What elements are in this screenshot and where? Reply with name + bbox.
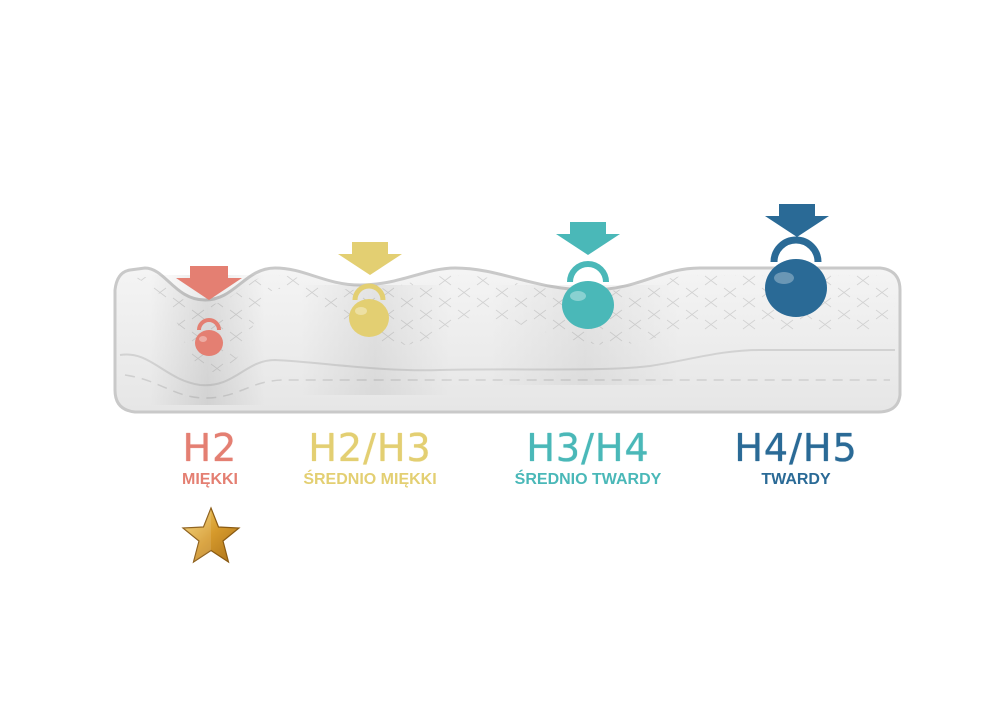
down-arrow-icon	[556, 222, 620, 255]
level-h4-h5: H4/H5 TWARDY	[734, 428, 857, 490]
kettlebell-icon	[562, 261, 614, 329]
gold-star-icon	[181, 506, 241, 564]
level-description: ŚREDNIO MIĘKKI	[303, 471, 437, 488]
level-description: ŚREDNIO TWARDY	[514, 471, 662, 488]
down-arrow-icon	[176, 266, 242, 300]
kettlebell-icon	[349, 283, 389, 337]
kettlebell-icon	[195, 318, 223, 356]
level-code: H4/H5	[734, 426, 858, 470]
level-code: H2	[182, 426, 238, 470]
level-h3-h4: H3/H4 ŚREDNIO TWARDY	[515, 428, 662, 490]
kettlebell-icon	[765, 236, 827, 317]
mattress	[113, 266, 902, 414]
level-h2-h3: H2/H3 ŚREDNIO MIĘKKI	[303, 428, 436, 490]
level-code: H2/H3	[308, 426, 432, 470]
level-h2: H2 MIĘKKI	[182, 428, 238, 490]
down-arrow-icon	[765, 204, 829, 237]
level-code: H3/H4	[526, 426, 650, 470]
level-description: MIĘKKI	[182, 471, 238, 488]
down-arrow-icon	[338, 242, 402, 275]
level-description: TWARDY	[761, 471, 831, 488]
